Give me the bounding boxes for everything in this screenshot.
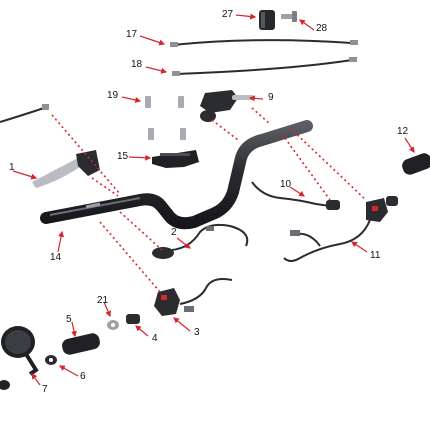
- callout-27: 27: [222, 9, 234, 20]
- part-3-left-switch: [154, 278, 233, 316]
- part-7-mirror: [0, 326, 39, 390]
- callout-18: 18: [131, 59, 143, 70]
- callout-19: 19: [107, 90, 119, 101]
- part-14-handlebar: [40, 120, 313, 230]
- part-17-cable: [170, 39, 358, 47]
- callout-6: 6: [80, 371, 86, 382]
- callout-4: 4: [152, 333, 158, 344]
- callout-28: 28: [316, 23, 328, 34]
- part-12-right-grip: [402, 153, 430, 175]
- part-19-bolts: [145, 96, 186, 140]
- callout-10: 10: [280, 179, 292, 190]
- part-6-washer: [45, 355, 57, 365]
- leader-lines: [12, 13, 415, 386]
- callout-11: 11: [370, 250, 381, 261]
- part-bar-end-right: [386, 196, 398, 206]
- part-cable-end-left: [0, 104, 49, 123]
- part-10-switch-wire: [251, 181, 340, 210]
- callout-7: 7: [42, 384, 48, 395]
- part-11-right-switch: [283, 198, 388, 262]
- part-9-master-cylinder: [200, 90, 254, 122]
- part-5-left-grip: [62, 333, 100, 355]
- callout-17: 17: [126, 29, 138, 40]
- callout-12: 12: [397, 126, 409, 137]
- callout-3: 3: [194, 327, 200, 338]
- part-28-bolt: [281, 11, 297, 22]
- callout-15: 15: [117, 151, 129, 162]
- callout-5: 5: [66, 314, 72, 325]
- part-1-clutch-lever: [32, 150, 100, 188]
- callout-2: 2: [171, 227, 177, 238]
- callout-21: 21: [97, 295, 109, 306]
- part-27-cable-clamp: [259, 10, 275, 30]
- callout-9: 9: [268, 92, 274, 103]
- part-15-handlebar-clamp: [152, 150, 199, 168]
- callout-1: 1: [9, 162, 15, 173]
- part-21-nut: [107, 320, 119, 330]
- part-18-cable: [172, 57, 357, 76]
- assembly-guides: [51, 107, 367, 293]
- callout-14: 14: [50, 252, 62, 263]
- part-2-sensor-wire: [152, 223, 249, 259]
- part-4-bar-end: [126, 314, 140, 324]
